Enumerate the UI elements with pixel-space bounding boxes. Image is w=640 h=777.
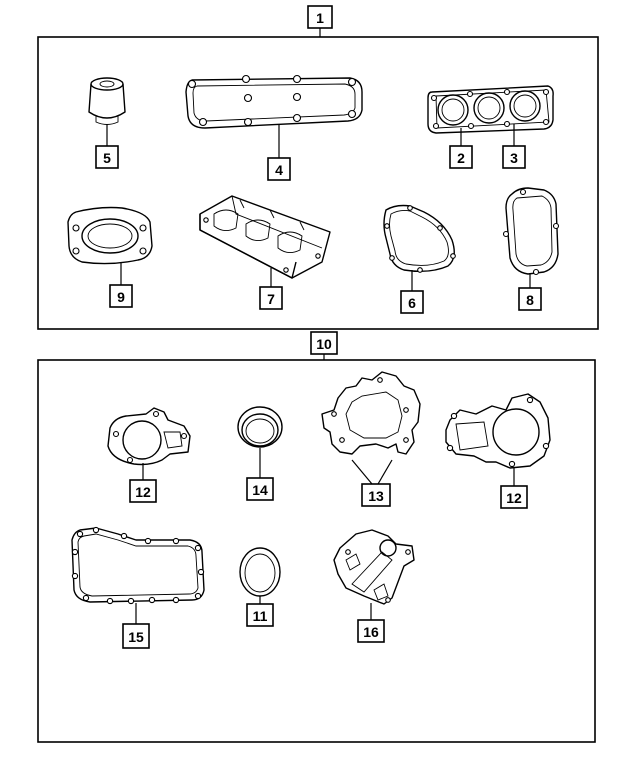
callout-8: 8 — [526, 292, 534, 308]
part-4-valve-cover-gasket — [185, 74, 363, 129]
callout-4: 4 — [275, 162, 283, 178]
callout-11: 11 — [253, 608, 268, 624]
part-6-cover-gasket — [383, 204, 456, 273]
callout-16: 16 — [363, 624, 379, 640]
part-2-3-head-gaskets — [427, 85, 554, 134]
lower-kit-frame — [37, 359, 596, 743]
upper-kit-frame — [37, 36, 599, 330]
callout-3: 3 — [510, 150, 518, 166]
callout-15: 15 — [128, 629, 144, 645]
callout-kit-lower: 10 — [310, 331, 338, 360]
callout-2: 2 — [457, 150, 465, 166]
part-9-flange-gasket — [67, 206, 153, 265]
part-14-seal-ring — [237, 406, 283, 448]
part-11-o-ring — [239, 547, 281, 597]
callout-6: 6 — [408, 295, 416, 311]
part-8-plenum-gasket — [502, 187, 560, 276]
part-13-front-cover-gasket — [321, 371, 421, 455]
part-12-water-pump-gasket-left — [107, 407, 191, 466]
part-15-oil-pan-gasket — [71, 526, 205, 605]
callout-7: 7 — [267, 291, 275, 307]
callout-12-left: 12 — [135, 484, 151, 500]
callout-label: 1 — [316, 10, 324, 26]
part-16-adapter-gasket — [333, 529, 415, 605]
part-5-seal — [88, 77, 126, 125]
callout-kit-upper: 1 — [307, 5, 333, 37]
callout-12-right: 12 — [506, 490, 522, 506]
callout-5: 5 — [103, 150, 111, 166]
part-12-water-pump-gasket-right — [445, 393, 551, 469]
part-7-intake-gasket — [199, 195, 331, 279]
callout-13: 13 — [368, 488, 384, 504]
callout-14: 14 — [252, 482, 268, 498]
callout-9: 9 — [117, 289, 125, 305]
callout-label: 10 — [316, 336, 332, 352]
